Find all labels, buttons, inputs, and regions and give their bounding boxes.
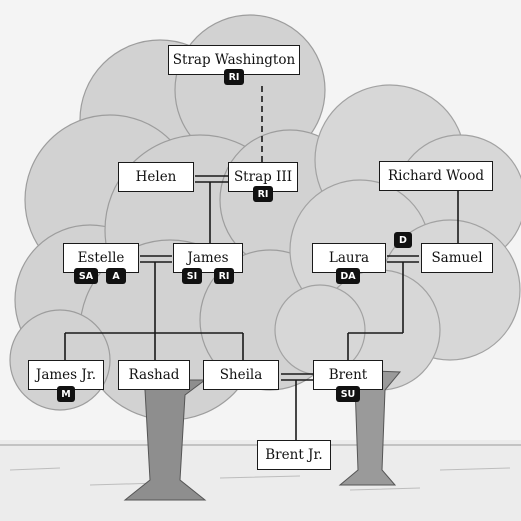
badge: DA [336, 268, 360, 284]
person-name: Samuel [431, 250, 483, 266]
person-name: Sheila [219, 367, 263, 383]
person-name: Laura [328, 250, 370, 266]
person-name: James Jr. [35, 367, 97, 383]
person-name: Strap Washington [172, 52, 296, 68]
person-sheila[interactable]: Sheila [203, 360, 279, 390]
badge: SA [74, 268, 98, 284]
person-name: Rashad [128, 367, 180, 383]
badge: RI [253, 186, 273, 202]
person-rashad[interactable]: Rashad [118, 360, 190, 390]
person-brent-jr[interactable]: Brent Jr. [257, 440, 331, 470]
person-name: James [187, 250, 229, 266]
person-name: Brent [328, 367, 368, 383]
badge: A [106, 268, 126, 284]
person-name: Richard Wood [387, 168, 485, 184]
badge: RI [224, 69, 244, 85]
badge: SU [336, 386, 360, 402]
person-name: Estelle [77, 250, 125, 266]
person-name: Helen [135, 169, 177, 185]
person-samuel[interactable]: Samuel [421, 243, 493, 273]
badge: D [394, 232, 412, 248]
person-name: Brent Jr. [265, 447, 323, 463]
person-brent[interactable]: Brent [313, 360, 383, 390]
person-name: Strap III [233, 169, 293, 185]
person-helen[interactable]: Helen [118, 162, 194, 192]
badge: SI [182, 268, 202, 284]
badge: M [57, 386, 75, 402]
person-richard-wood[interactable]: Richard Wood [379, 161, 493, 191]
badge: RI [214, 268, 234, 284]
